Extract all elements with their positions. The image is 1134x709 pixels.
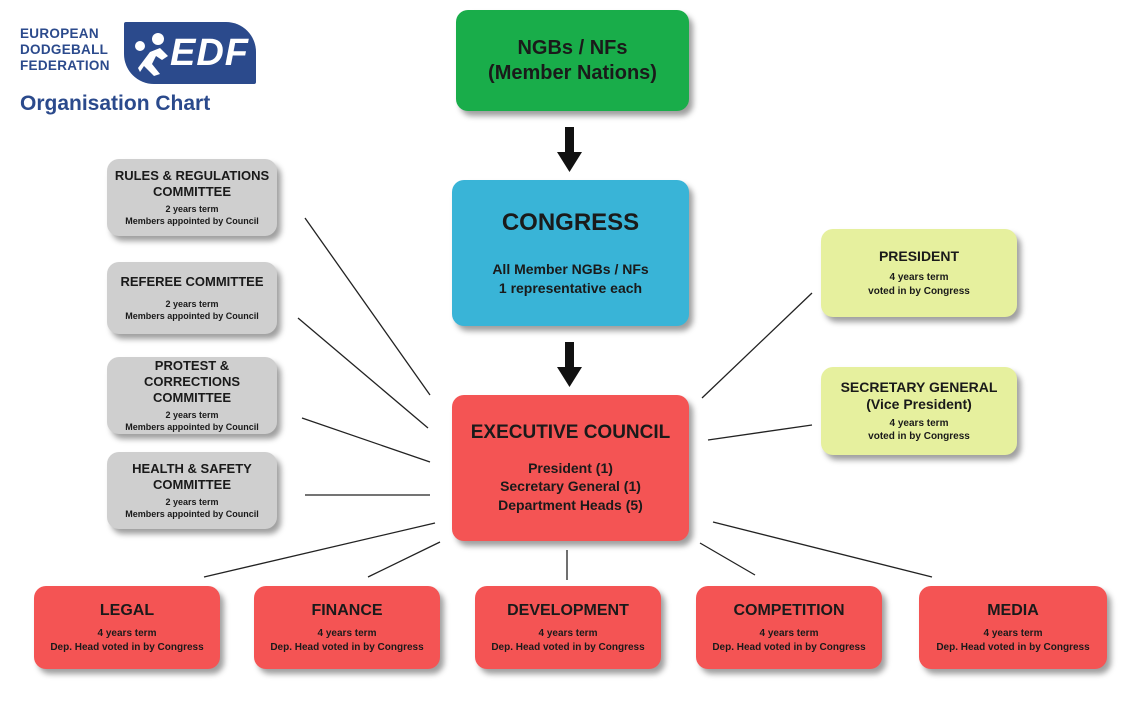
department-term: 4 years term	[317, 628, 377, 639]
committee-health-box: HEALTH & SAFETY COMMITTEE 2 years term M…	[107, 452, 277, 529]
committee-term: 2 years term	[165, 409, 219, 420]
connector-finance	[367, 541, 441, 578]
department-title: COMPETITION	[733, 602, 845, 619]
connector-referee	[297, 317, 429, 429]
connector-protest	[301, 417, 431, 463]
committee-title-line-2: COMMITTEE	[153, 184, 231, 200]
department-note: Dep. Head voted in by Congress	[936, 641, 1090, 653]
committee-title-line-2: COMMITTEE	[153, 477, 231, 493]
executive-line-1: President (1)	[528, 459, 613, 476]
committee-title: HEALTH & SAFETY	[132, 461, 252, 477]
member-nations-subtitle: (Member Nations)	[488, 61, 657, 84]
department-title: LEGAL	[99, 602, 155, 619]
connector-president	[701, 292, 813, 399]
secretary-general-box: SECRETARY GENERAL (Vice President) 4 yea…	[821, 367, 1017, 455]
arrow-down-icon	[557, 127, 582, 172]
logo-wordmark: EUROPEAN DODGEBALL FEDERATION	[20, 26, 110, 74]
committee-title: REFEREE COMMITTEE	[120, 273, 264, 289]
secretary-general-term: 4 years term	[889, 417, 949, 429]
committee-title: RULES & REGULATIONS	[114, 168, 270, 184]
congress-box: CONGRESS All Member NGBs / NFs 1 represe…	[452, 180, 689, 326]
connector-rules	[304, 217, 431, 396]
department-term: 4 years term	[759, 628, 819, 639]
committee-note: Members appointed by Council	[125, 311, 259, 322]
congress-title: CONGRESS	[501, 209, 640, 237]
committee-note: Members appointed by Council	[125, 215, 259, 226]
logo-abbreviation: EDF	[170, 32, 249, 74]
committee-term: 2 years term	[165, 203, 219, 214]
congress-line-1: All Member NGBs / NFs	[492, 261, 649, 278]
department-finance-box: FINANCE 4 years term Dep. Head voted in …	[254, 586, 440, 669]
executive-line-2: Secretary General (1)	[500, 478, 641, 495]
president-box: PRESIDENT 4 years term voted in by Congr…	[821, 229, 1017, 317]
dodgeball-player-icon	[135, 33, 168, 76]
president-title: PRESIDENT	[878, 247, 960, 264]
member-nations-title: NGBs / NFs	[517, 36, 628, 59]
committee-note: Members appointed by Council	[125, 508, 259, 519]
congress-line-2: 1 representative each	[498, 280, 643, 296]
department-note: Dep. Head voted in by Congress	[50, 641, 204, 653]
committee-note: Members appointed by Council	[125, 421, 259, 432]
connector-legal	[203, 522, 436, 578]
department-title: FINANCE	[311, 602, 383, 619]
connector-secretary	[707, 424, 813, 441]
department-development-box: DEVELOPMENT 4 years term Dep. Head voted…	[475, 586, 661, 669]
department-note: Dep. Head voted in by Congress	[270, 641, 424, 653]
department-term: 4 years term	[97, 628, 157, 639]
connector-competition	[699, 542, 756, 576]
logo-line-3: FEDERATION	[20, 58, 110, 73]
edf-logo: EUROPEAN DODGEBALL FEDERATION EDF Organi…	[18, 22, 258, 122]
secretary-general-title: SECRETARY GENERAL	[840, 378, 998, 395]
logo-line-2: DODGEBALL	[20, 42, 109, 57]
committee-title: PROTEST & CORRECTIONS	[143, 357, 241, 390]
department-term: 4 years term	[983, 628, 1043, 639]
president-term: 4 years term	[889, 272, 949, 284]
committee-title-line-2: COMMITTEE	[153, 390, 231, 406]
department-title: DEVELOPMENT	[507, 602, 629, 619]
department-competition-box: COMPETITION 4 years term Dep. Head voted…	[696, 586, 882, 669]
department-title: MEDIA	[987, 602, 1039, 619]
department-note: Dep. Head voted in by Congress	[712, 641, 866, 653]
committee-term: 2 years term	[165, 496, 219, 507]
president-note: voted in by Congress	[868, 285, 970, 297]
executive-line-3: Department Heads (5)	[498, 497, 643, 514]
committee-rules-box: RULES & REGULATIONS COMMITTEE 2 years te…	[107, 159, 277, 236]
committee-term: 2 years term	[165, 298, 219, 309]
logo-line-1: EUROPEAN	[20, 26, 99, 41]
arrow-down-icon	[557, 342, 582, 387]
member-nations-box: NGBs / NFs (Member Nations)	[456, 10, 689, 111]
committee-referee-box: REFEREE COMMITTEE 2 years term Members a…	[107, 262, 277, 334]
secretary-general-subtitle: (Vice President)	[866, 396, 972, 412]
committee-protest-box: PROTEST & CORRECTIONS COMMITTEE 2 years …	[107, 357, 277, 434]
executive-council-title: EXECUTIVE COUNCIL	[470, 421, 671, 443]
department-term: 4 years term	[538, 628, 598, 639]
department-note: Dep. Head voted in by Congress	[491, 641, 645, 653]
executive-council-box: EXECUTIVE COUNCIL President (1) Secretar…	[452, 395, 689, 541]
connector-media	[712, 521, 933, 578]
department-legal-box: LEGAL 4 years term Dep. Head voted in by…	[34, 586, 220, 669]
department-media-box: MEDIA 4 years term Dep. Head voted in by…	[919, 586, 1107, 669]
logo-mark	[124, 22, 256, 84]
secretary-general-note: voted in by Congress	[868, 431, 970, 442]
page-title: Organisation Chart	[20, 92, 211, 115]
